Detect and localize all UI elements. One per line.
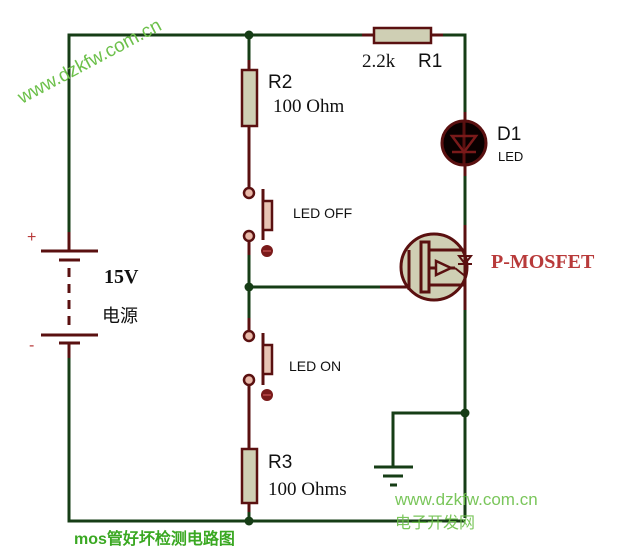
wire-top-left — [67, 33, 374, 250]
watermark-top: www.dzkfw.com.cn — [14, 15, 166, 109]
switch-led-off-label: LED OFF — [293, 205, 352, 221]
battery[interactable] — [41, 232, 98, 358]
resistor-r2[interactable] — [240, 60, 259, 188]
r2-ref: R2 — [268, 72, 292, 93]
junction-top — [244, 30, 254, 40]
battery-label: 电源 — [102, 306, 138, 326]
battery-voltage: 15V — [104, 266, 139, 288]
junction-bottom — [244, 516, 254, 526]
junction-mid — [244, 282, 254, 292]
pushbutton-led-off[interactable] — [242, 186, 274, 257]
resistor-r3[interactable] — [240, 440, 259, 512]
ground-symbol — [374, 465, 413, 487]
led-d1[interactable] — [440, 112, 488, 176]
pushbutton-led-on[interactable] — [242, 318, 274, 440]
watermark-bottom-name: 电子开发网 — [395, 514, 475, 532]
switch-led-on-label: LED ON — [289, 358, 341, 374]
watermark-bottom-url: www.dzkfw.com.cn — [394, 490, 538, 509]
battery-plus: + — [27, 229, 36, 246]
wire-top-right — [431, 33, 467, 120]
junction-ground — [460, 408, 470, 418]
battery-minus: - — [29, 337, 34, 354]
mosfet-label: P-MOSFET — [491, 251, 595, 273]
p-mosfet[interactable] — [380, 225, 473, 310]
wire-left-bottom — [67, 345, 465, 523]
wires — [67, 30, 470, 526]
d1-value: LED — [498, 149, 523, 164]
r3-ref: R3 — [268, 452, 292, 473]
d1-ref: D1 — [497, 124, 521, 145]
resistor-r1[interactable] — [362, 26, 443, 45]
caption: mos管好坏检测电路图 — [74, 529, 235, 548]
r2-value: 100 Ohm — [273, 96, 344, 117]
r1-value: 2.2k — [362, 51, 396, 72]
r3-value: 100 Ohms — [268, 479, 347, 500]
wire-ground — [391, 411, 465, 467]
r1-ref: R1 — [418, 51, 442, 72]
